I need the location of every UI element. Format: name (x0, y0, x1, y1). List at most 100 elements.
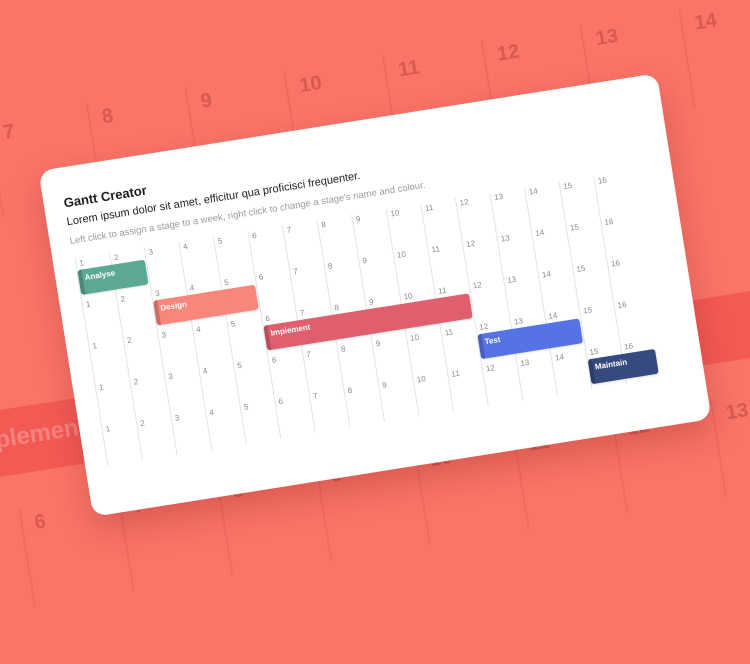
week-number: 12 (465, 238, 476, 250)
week-number: 1 (91, 341, 98, 351)
week-number: 5 (216, 236, 223, 246)
week-number: 3 (147, 247, 154, 257)
week-number: 12 (485, 363, 496, 374)
week-number: 13 (513, 316, 524, 327)
week-number: 5 (243, 402, 250, 412)
background-week-number-label: 13 (594, 24, 620, 51)
week-number: 2 (139, 418, 146, 429)
week-number: 10 (409, 332, 420, 343)
week-number: 16 (603, 216, 615, 228)
week-number: 10 (416, 374, 427, 385)
week-number: 15 (562, 180, 573, 192)
week-number: 1 (85, 299, 92, 310)
week-number: 4 (202, 366, 208, 376)
week-number: 11 (437, 285, 448, 297)
week-number: 6 (264, 313, 271, 324)
week-number: 9 (374, 338, 381, 349)
week-number: 6 (271, 355, 278, 365)
week-number: 10 (402, 291, 414, 302)
week-number: 8 (320, 219, 327, 230)
week-number: 16 (623, 341, 634, 352)
week-number: 2 (126, 335, 133, 346)
week-number: 1 (104, 424, 111, 434)
week-number: 16 (597, 175, 608, 186)
week-number: 13 (506, 274, 517, 286)
week-number: 4 (208, 407, 215, 418)
week-number: 15 (582, 305, 593, 316)
week-number: 6 (277, 396, 284, 407)
week-number: 2 (132, 377, 139, 387)
week-number: 15 (575, 263, 587, 275)
week-number: 4 (195, 324, 202, 335)
week-number: 14 (534, 227, 545, 239)
background-band-label: Implement (0, 412, 89, 459)
week-number: 13 (493, 191, 504, 203)
week-number: 9 (355, 214, 362, 224)
week-number: 10 (389, 208, 401, 219)
week-number: 12 (458, 197, 470, 208)
week-number: 7 (292, 266, 299, 277)
week-number: 3 (174, 413, 180, 423)
week-number: 7 (299, 308, 306, 318)
week-cell[interactable]: 16 (606, 253, 649, 301)
week-number: 3 (154, 288, 161, 299)
week-number: 8 (340, 344, 347, 354)
week-number: 8 (327, 261, 334, 271)
week-number: 9 (361, 255, 368, 266)
week-number: 9 (368, 297, 375, 307)
week-number: 14 (528, 186, 539, 197)
week-number: 2 (113, 252, 120, 263)
week-number: 11 (430, 244, 441, 255)
week-cell[interactable]: 16 (599, 212, 642, 260)
background-week-number-label: 12 (495, 40, 521, 66)
week-number: 6 (251, 230, 258, 241)
stage-label: Design (159, 299, 188, 313)
week-cell[interactable]: 16 (593, 170, 636, 218)
week-number: 14 (554, 352, 565, 363)
week-number: 11 (450, 368, 461, 379)
background-week-number-label: 13 (724, 399, 750, 425)
stage-label: Analyse (84, 268, 116, 283)
week-number: 9 (381, 380, 388, 390)
stage-label: Maintain (594, 357, 628, 372)
stage-label: Test (483, 334, 502, 347)
background-week-number-label: 11 (396, 56, 422, 82)
week-number: 7 (286, 225, 292, 235)
stage-label: Implement (270, 322, 311, 338)
background-week-number-label: 9 (199, 89, 214, 113)
week-number: 11 (444, 327, 454, 338)
week-number: 13 (519, 357, 531, 369)
week-number: 16 (610, 258, 621, 269)
week-number: 12 (472, 280, 483, 291)
week-number: 1 (98, 382, 105, 393)
week-number: 3 (160, 330, 167, 340)
week-number: 14 (541, 269, 552, 280)
week-number: 8 (333, 302, 340, 313)
week-number: 2 (119, 294, 126, 304)
week-number: 14 (547, 310, 559, 322)
background-week-number-label: 8 (100, 104, 115, 129)
week-number: 7 (305, 349, 312, 360)
week-number: 15 (569, 222, 580, 233)
background-week-number-label: 10 (297, 71, 324, 98)
background-week-number-label: 7 (1, 120, 17, 144)
background-week-number-label: 14 (692, 9, 719, 35)
week-number: 4 (188, 283, 195, 293)
week-number: 3 (167, 371, 174, 382)
week-cell[interactable]: 16 (612, 295, 655, 343)
week-number: 7 (312, 391, 319, 401)
week-number: 5 (230, 319, 236, 329)
week-number: 16 (616, 299, 628, 311)
week-number: 10 (396, 249, 407, 261)
week-number: 8 (346, 385, 353, 396)
week-number: 12 (478, 321, 489, 333)
week-number: 15 (588, 346, 600, 358)
week-number: 4 (182, 241, 189, 252)
week-number: 6 (258, 272, 264, 282)
week-number: 5 (236, 360, 243, 371)
week-number: 1 (78, 258, 85, 268)
week-number: 11 (424, 202, 435, 214)
week-number: 13 (500, 233, 511, 244)
week-number: 5 (223, 277, 230, 288)
